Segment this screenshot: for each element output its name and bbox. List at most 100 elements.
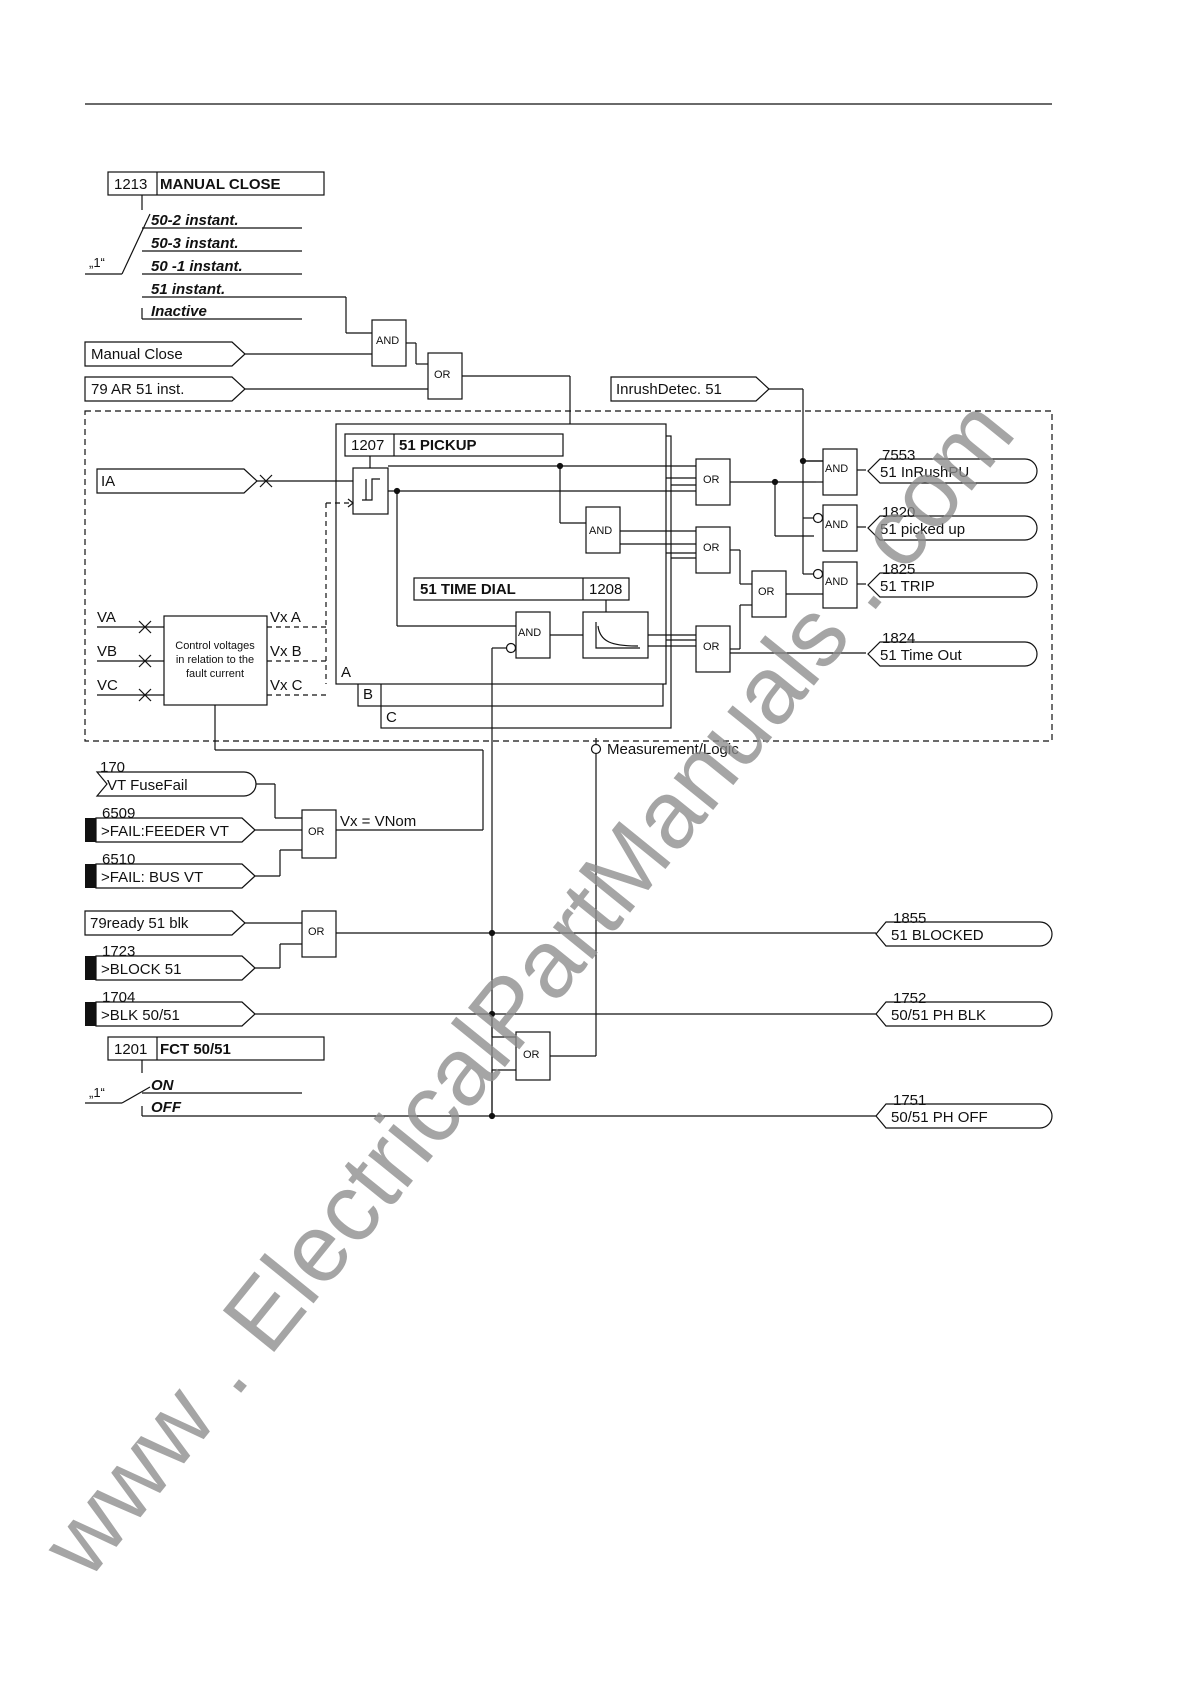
pickup-threshold-block xyxy=(352,467,389,515)
svg-text:1704: 1704 xyxy=(102,989,135,1006)
svg-text:AND: AND xyxy=(376,335,399,347)
input-6509: 6509 >FAIL:FEEDER VT xyxy=(85,805,256,843)
svg-text:OR: OR xyxy=(523,1049,540,1061)
manual-close-selector: „1“ 50-2 instant. 50-3 instant. 50 -1 in… xyxy=(85,195,346,320)
svg-text:51 TIME DIAL: 51 TIME DIAL xyxy=(420,581,516,598)
input-ia: IA xyxy=(96,468,258,494)
param-1213-box: 1213 MANUAL CLOSE xyxy=(107,171,325,196)
or-gate-vt-fail: OR xyxy=(301,809,337,859)
svg-text:1723: 1723 xyxy=(102,943,135,960)
option-51: 51 instant. xyxy=(151,281,225,298)
or-gate-inrush: OR xyxy=(695,458,731,506)
output-1751: 1751 50/51 PH OFF xyxy=(875,1092,1053,1129)
svg-text:AND: AND xyxy=(825,519,848,531)
input-inrush-detect: InrushDetec. 51 xyxy=(610,376,770,402)
vb-label: VB xyxy=(97,643,117,660)
svg-text:>FAIL:FEEDER VT: >FAIL:FEEDER VT xyxy=(101,823,229,840)
output-1820: 1820 51 picked up xyxy=(867,504,1038,541)
svg-text:7553: 7553 xyxy=(882,447,915,464)
svg-text:51 TRIP: 51 TRIP xyxy=(880,578,935,595)
option-50-1: 50 -1 instant. xyxy=(151,258,243,275)
control-voltages-block: Control voltages in relation to the faul… xyxy=(163,615,268,706)
param-1208-box: 51 TIME DIAL 1208 xyxy=(413,577,630,601)
phase-a-label: A xyxy=(341,664,351,681)
svg-text:AND: AND xyxy=(825,576,848,588)
input-manual-close: Manual Close xyxy=(84,341,246,367)
svg-text:OR: OR xyxy=(703,542,720,554)
param-1213-number: 1213 xyxy=(114,176,147,193)
svg-text:Control voltages: Control voltages xyxy=(175,640,255,652)
svg-text:Manual Close: Manual Close xyxy=(91,346,183,363)
svg-text:OR: OR xyxy=(308,926,325,938)
svg-text:InrushDetec. 51: InrushDetec. 51 xyxy=(616,381,722,398)
svg-text:OR: OR xyxy=(434,369,451,381)
svg-text:1820: 1820 xyxy=(882,504,915,521)
svg-text:79ready 51 blk: 79ready 51 blk xyxy=(90,915,189,932)
fct-selector: „1“ ON OFF xyxy=(85,1060,876,1117)
svg-text:>BLK 50/51: >BLK 50/51 xyxy=(101,1007,180,1024)
svg-text:51 Time Out: 51 Time Out xyxy=(880,647,963,664)
output-1752: 1752 50/51 PH BLK xyxy=(875,990,1053,1027)
output-1855: 1855 51 BLOCKED xyxy=(875,910,1053,947)
param-1207-box: 1207 51 PICKUP xyxy=(344,433,564,457)
svg-text:79 AR 51 inst.: 79 AR 51 inst. xyxy=(91,381,184,398)
svg-text:AND: AND xyxy=(589,525,612,537)
svg-text:>BLOCK 51: >BLOCK 51 xyxy=(101,961,181,978)
svg-text:OR: OR xyxy=(703,474,720,486)
output-1825: 1825 51 TRIP xyxy=(867,561,1038,598)
switch-one-label: „1“ xyxy=(89,255,105,270)
svg-text:51 InRushPU: 51 InRushPU xyxy=(880,464,969,481)
param-1213-title: MANUAL CLOSE xyxy=(160,176,281,193)
measurement-logic-label: Measurement/Logic xyxy=(607,741,739,758)
svg-text:1825: 1825 xyxy=(882,561,915,578)
vx-vnom-label: Vx = VNom xyxy=(340,813,416,830)
option-50-3: 50-3 instant. xyxy=(151,235,239,252)
svg-text:1752: 1752 xyxy=(893,990,926,1007)
svg-text:AND: AND xyxy=(518,627,541,639)
output-7553: 7553 51 InRushPU xyxy=(867,447,1038,484)
svg-text:50/51 PH BLK: 50/51 PH BLK xyxy=(891,1007,986,1024)
vx-lines: Vx A Vx B Vx C xyxy=(267,609,326,696)
svg-text:50/51 PH OFF: 50/51 PH OFF xyxy=(891,1109,988,1126)
svg-text:1751: 1751 xyxy=(893,1092,926,1109)
input-79-ar-51-inst: 79 AR 51 inst. xyxy=(84,376,246,402)
svg-text:>FAIL: BUS VT: >FAIL: BUS VT xyxy=(101,869,203,886)
or-gate-pickup: OR xyxy=(695,526,731,574)
option-off: OFF xyxy=(151,1099,182,1116)
va-label: VA xyxy=(97,609,116,626)
or-gate-trip: OR xyxy=(751,570,787,618)
vx-b-label: Vx B xyxy=(270,643,302,660)
and-gate-manual-close: AND xyxy=(371,319,407,367)
svg-text:1207: 1207 xyxy=(351,437,384,454)
and-gate-inrushpu: AND xyxy=(822,448,858,496)
param-1201-box: 1201 FCT 50/51 xyxy=(107,1036,325,1061)
or-gate-off: OR xyxy=(515,1031,551,1081)
option-inactive: Inactive xyxy=(151,303,207,320)
input-170: 170 VT FuseFail xyxy=(95,759,257,797)
or-gate-manual-close: OR xyxy=(427,352,463,400)
vx-c-label: Vx C xyxy=(270,677,303,694)
and-gate-picked-up: AND xyxy=(822,504,858,552)
svg-text:FCT 50/51: FCT 50/51 xyxy=(160,1041,231,1058)
svg-text:AND: AND xyxy=(825,463,848,475)
phase-b-label: B xyxy=(363,686,373,703)
svg-text:51 PICKUP: 51 PICKUP xyxy=(399,437,477,454)
vc-label: VC xyxy=(97,677,118,694)
vx-a-label: Vx A xyxy=(270,609,301,626)
svg-text:51 BLOCKED: 51 BLOCKED xyxy=(891,927,984,944)
option-50-2: 50-2 instant. xyxy=(151,212,239,229)
input-6510: 6510 >FAIL: BUS VT xyxy=(85,851,256,889)
svg-text:1824: 1824 xyxy=(882,630,915,647)
and-gate-pickup: AND xyxy=(585,506,621,554)
input-1704: 1704 >BLK 50/51 xyxy=(85,989,256,1027)
input-1723: 1723 >BLOCK 51 xyxy=(85,943,256,981)
svg-text:in relation to the: in relation to the xyxy=(176,654,254,666)
svg-text:OR: OR xyxy=(308,826,325,838)
output-1824: 1824 51 Time Out xyxy=(867,630,1038,667)
or-gate-block: OR xyxy=(301,910,337,958)
input-79ready-51-blk: 79ready 51 blk xyxy=(84,910,246,936)
svg-text:IA: IA xyxy=(101,473,115,490)
phase-c-label: C xyxy=(386,709,397,726)
svg-text:1208: 1208 xyxy=(589,581,622,598)
